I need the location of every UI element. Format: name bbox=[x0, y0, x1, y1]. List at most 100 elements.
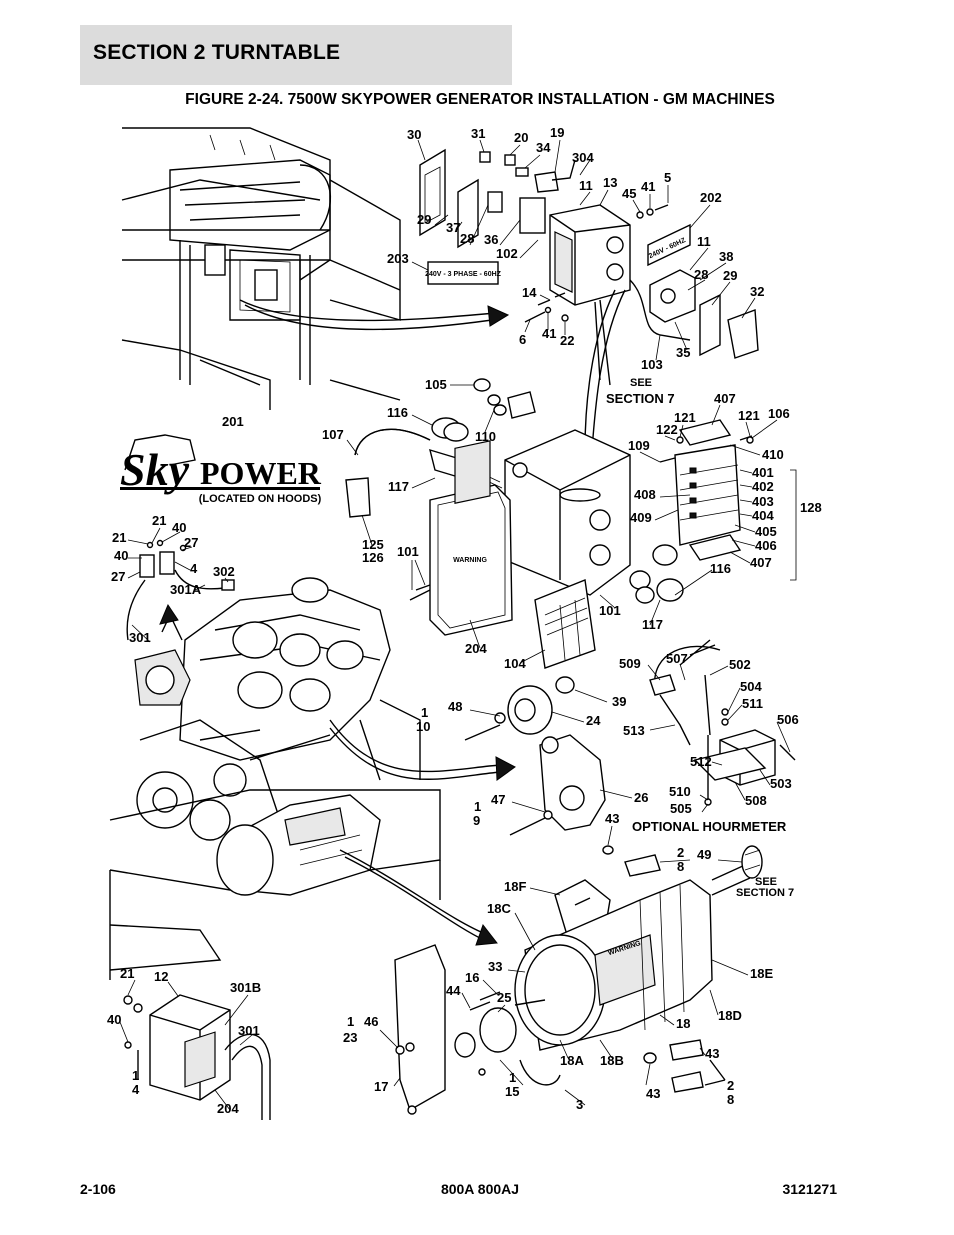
callout-509: 509 bbox=[619, 656, 641, 671]
callout-109: 109 bbox=[628, 438, 650, 453]
cover-32 bbox=[727, 309, 759, 359]
callout-203: 203 bbox=[387, 251, 409, 266]
see-section-7-b-line2: SECTION 7 bbox=[736, 887, 794, 899]
callout-301A: 301A bbox=[170, 582, 202, 597]
see-section-7-a-line1: SEE bbox=[630, 377, 652, 389]
callout-13: 13 bbox=[603, 175, 617, 190]
callout-36: 36 bbox=[484, 232, 498, 247]
callout-204a: 204 bbox=[465, 641, 487, 656]
see-section-7-a-line2: SECTION 7 bbox=[606, 391, 675, 406]
callout-10: 10 bbox=[416, 719, 430, 734]
callout-11b: 11 bbox=[697, 234, 711, 249]
callout-19: 19 bbox=[550, 125, 564, 140]
logo-sky: Sky bbox=[120, 444, 190, 495]
callout-202: 202 bbox=[700, 190, 722, 205]
callout-20: 20 bbox=[514, 130, 528, 145]
callout-103: 103 bbox=[641, 357, 663, 372]
leader-lines bbox=[119, 139, 791, 1111]
callout-4a: 4 bbox=[190, 561, 198, 576]
callout-45: 45 bbox=[622, 186, 636, 201]
callout-28b: 28 bbox=[694, 267, 708, 282]
callout-27b: 27 bbox=[111, 569, 125, 584]
callout-510: 510 bbox=[669, 784, 691, 799]
callout-511: 511 bbox=[742, 696, 763, 711]
callout-39: 39 bbox=[612, 694, 626, 709]
callout-18A: 18A bbox=[560, 1053, 584, 1068]
part-39 bbox=[555, 676, 575, 694]
callout-44: 44 bbox=[446, 983, 461, 998]
callout-31: 31 bbox=[471, 126, 485, 141]
decal-203 bbox=[427, 261, 499, 285]
callout-16: 16 bbox=[465, 970, 479, 985]
callout-201: 201 bbox=[222, 414, 244, 429]
callout-105: 105 bbox=[425, 377, 447, 392]
callout-15: 15 bbox=[505, 1084, 519, 1099]
junction-box-101 bbox=[504, 429, 631, 596]
cover-plate-30 bbox=[419, 148, 446, 237]
callout-404: 404 bbox=[752, 508, 774, 523]
callout-25: 25 bbox=[497, 990, 511, 1005]
callout-6: 6 bbox=[519, 332, 526, 347]
callout-21b: 21 bbox=[112, 530, 126, 545]
callout-43a: 43 bbox=[605, 811, 619, 826]
callout-104: 104 bbox=[504, 656, 526, 671]
footer-model: 800A 800AJ bbox=[440, 1181, 520, 1197]
callout-21c: 21 bbox=[120, 966, 134, 981]
callout-40b: 40 bbox=[114, 548, 128, 563]
arrow-console bbox=[239, 299, 496, 322]
callout-18E: 18E bbox=[750, 966, 773, 981]
callout-24: 24 bbox=[586, 713, 601, 728]
callout-1c: 1 bbox=[347, 1014, 354, 1029]
callout-409: 409 bbox=[630, 510, 652, 525]
callout-1d: 1 bbox=[132, 1068, 139, 1083]
pulley-25 bbox=[479, 1007, 517, 1053]
callout-125: 125 bbox=[362, 537, 384, 552]
callout-117b: 117 bbox=[642, 617, 663, 632]
callout-21a: 21 bbox=[152, 513, 166, 528]
callout-4b: 4 bbox=[132, 1082, 140, 1097]
callout-502: 502 bbox=[729, 657, 751, 672]
callout-405: 405 bbox=[755, 524, 777, 539]
callout-17: 17 bbox=[374, 1079, 388, 1094]
callout-8a: 8 bbox=[677, 859, 684, 874]
callout-41b: 41 bbox=[542, 326, 556, 341]
callout-18: 18 bbox=[676, 1016, 690, 1031]
callout-128: 128 bbox=[800, 500, 822, 515]
callout-301B: 301B bbox=[230, 980, 261, 995]
callout-406: 406 bbox=[755, 538, 777, 553]
part-31 bbox=[479, 151, 491, 163]
callout-121b: 121 bbox=[738, 408, 760, 423]
callout-505: 505 bbox=[670, 801, 692, 816]
callout-37: 37 bbox=[446, 220, 460, 235]
warning-text-1: WARNING bbox=[453, 557, 487, 564]
callout-9: 9 bbox=[473, 813, 480, 828]
callout-18C: 18C bbox=[487, 901, 511, 916]
callout-18D: 18D bbox=[718, 1008, 742, 1023]
callout-507: 507 bbox=[666, 651, 688, 666]
decal-202 bbox=[647, 223, 691, 267]
callout-29b: 29 bbox=[723, 268, 737, 283]
guard-17 bbox=[394, 944, 446, 1112]
footer-doc-number: 3121271 bbox=[782, 1181, 837, 1197]
callout-301b: 301 bbox=[238, 1023, 260, 1038]
callout-43b: 43 bbox=[705, 1046, 719, 1061]
callout-403: 403 bbox=[752, 494, 774, 509]
bracket-407 bbox=[678, 419, 732, 446]
cover-204 bbox=[429, 484, 513, 636]
part-110 bbox=[507, 391, 536, 419]
callout-504: 504 bbox=[740, 679, 762, 694]
callout-29a: 29 bbox=[417, 212, 431, 227]
shaft-49 bbox=[741, 845, 763, 879]
callout-402: 402 bbox=[752, 479, 774, 494]
optional-hourmeter-label: OPTIONAL HOURMETER bbox=[632, 819, 787, 834]
see-section-7-b-line1: SEE bbox=[755, 876, 777, 888]
callout-23: 23 bbox=[343, 1030, 357, 1045]
callout-102: 102 bbox=[496, 246, 518, 261]
fitting-125 bbox=[345, 477, 371, 518]
callout-408: 408 bbox=[634, 487, 656, 502]
callout-18F: 18F bbox=[504, 879, 526, 894]
callout-30: 30 bbox=[407, 127, 421, 142]
callout-407a: 407 bbox=[714, 391, 736, 406]
arrow-head bbox=[487, 305, 510, 327]
